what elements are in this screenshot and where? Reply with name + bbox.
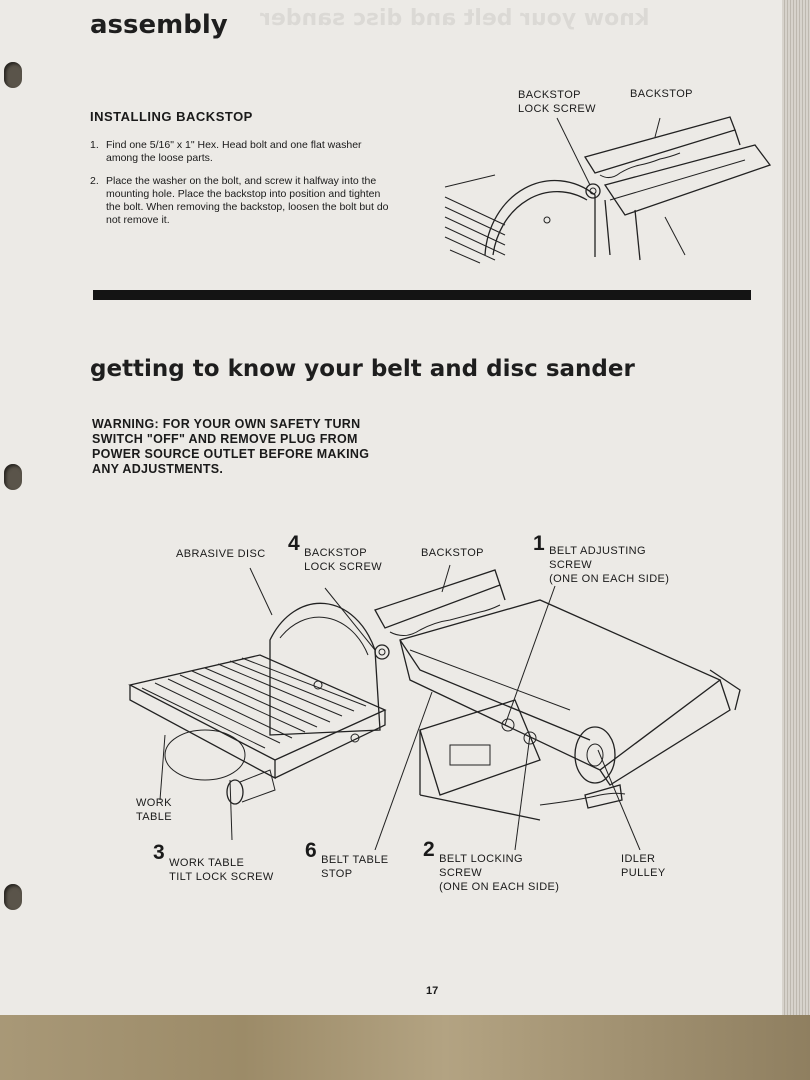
page-stack-edge bbox=[782, 0, 810, 1018]
sander-illustration bbox=[128, 564, 741, 850]
label-abrasive-disc: ABRASIVE DISC bbox=[176, 548, 266, 560]
section-divider bbox=[93, 290, 751, 300]
background-surface bbox=[0, 1015, 810, 1080]
step-1: 1.Find one 5/16" x 1" Hex. Head bolt and… bbox=[90, 139, 362, 164]
assembly-steps: 1.Find one 5/16" x 1" Hex. Head bolt and… bbox=[90, 139, 392, 237]
label-work-table: WORK TABLE bbox=[136, 797, 173, 823]
safety-warning: WARNING: FOR YOUR OWN SAFETY TURN SWITCH… bbox=[92, 417, 370, 476]
getting-to-know-title: getting to know your belt and disc sande… bbox=[90, 356, 635, 382]
backstop-illustration bbox=[444, 116, 772, 264]
label-backstop-lock-screw-top: BACKSTOP LOCK SCREW bbox=[518, 89, 596, 115]
assembly-title: assembly bbox=[90, 10, 228, 40]
step-2: 2.Place the washer on the bolt, and scre… bbox=[90, 175, 389, 226]
label-idler-pulley: IDLER PULLEY bbox=[621, 853, 666, 879]
bleed-through-text: know your belt and disc sander bbox=[260, 6, 650, 31]
page-number: 17 bbox=[426, 985, 439, 997]
binder-hole-top bbox=[4, 62, 22, 88]
binder-hole-bottom bbox=[4, 884, 22, 910]
label-backstop-top: BACKSTOP bbox=[630, 88, 693, 100]
installing-backstop-heading: INSTALLING BACKSTOP bbox=[90, 109, 253, 124]
manual-page: know your belt and disc sander assembly … bbox=[0, 0, 782, 1018]
binder-hole-middle bbox=[4, 464, 22, 490]
label-backstop: BACKSTOP bbox=[421, 547, 484, 559]
